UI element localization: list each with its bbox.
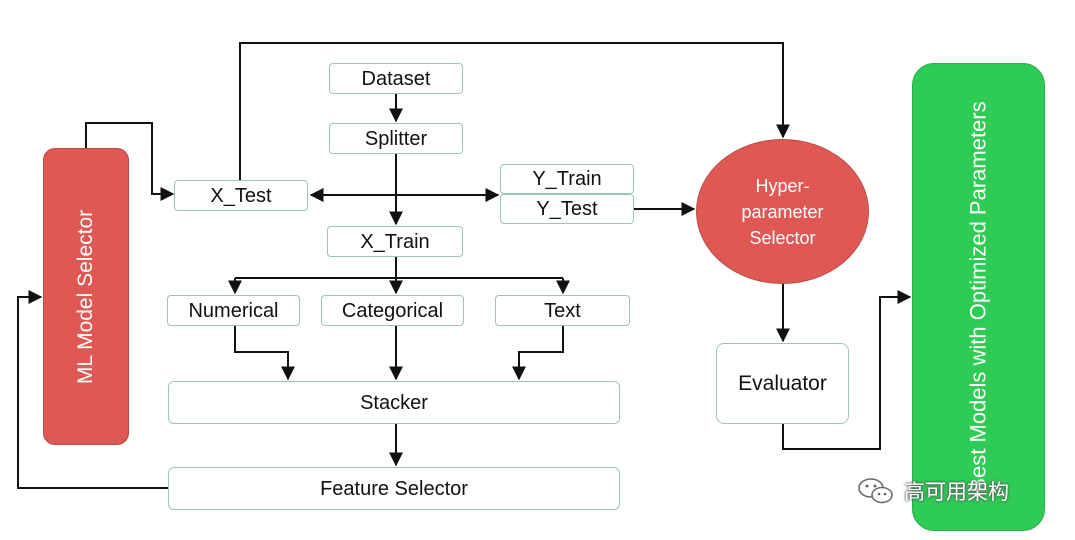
evaluator-label: Evaluator [738, 372, 827, 395]
watermark: 高可用架构 [856, 476, 1009, 506]
y-test-label: Y_Test [536, 198, 598, 220]
numerical-label: Numerical [188, 299, 279, 322]
dataset-node: Dataset [329, 63, 463, 94]
arrow-evaluator-best [782, 290, 912, 450]
feature-selector-label: Feature Selector [320, 477, 468, 500]
categorical-label: Categorical [341, 299, 444, 322]
hyper-line1: Hyper- [755, 175, 810, 196]
arrow-mlselector-xtest [85, 122, 175, 201]
x-test-node: X_Test [174, 180, 308, 211]
best-models-node: Best Models with Optimized Parameters [912, 63, 1045, 531]
arrow-xtest-hyper [239, 42, 790, 180]
ml-model-selector-node: ML Model Selector [43, 148, 129, 445]
y-train-node: Y_Train [500, 164, 634, 194]
stacker-node: Stacker [168, 381, 620, 424]
categorical-node: Categorical [321, 295, 464, 326]
dataset-label: Dataset [361, 67, 431, 90]
best-models-label: Best Models with Optimized Parameters [965, 101, 991, 493]
text-node: Text [495, 295, 630, 326]
wechat-icon [858, 478, 893, 504]
arrow-text-stacker [512, 325, 564, 381]
text-label: Text [544, 299, 581, 322]
stacker-label: Stacker [360, 391, 428, 414]
splitter-node: Splitter [329, 123, 463, 154]
x-train-node: X_Train [327, 226, 463, 257]
arrow-feature-mlselector [17, 290, 168, 489]
hyper-line3: Selector [749, 227, 816, 248]
arrow-numerical-stacker [234, 325, 295, 381]
feature-selector-node: Feature Selector [168, 467, 620, 510]
x-test-label: X_Test [210, 184, 272, 207]
y-train-label: Y_Train [532, 168, 602, 190]
hyper-line2: parameter [741, 201, 824, 222]
watermark-text: 高可用架构 [904, 480, 1009, 504]
evaluator-node: Evaluator [716, 343, 849, 424]
hyperparameter-selector-node: Hyper- parameter Selector [696, 139, 869, 284]
y-test-node: Y_Test [500, 194, 634, 224]
splitter-label: Splitter [364, 127, 428, 150]
ml-model-selector-label: ML Model Selector [74, 209, 98, 384]
x-train-label: X_Train [360, 230, 430, 253]
numerical-node: Numerical [167, 295, 300, 326]
